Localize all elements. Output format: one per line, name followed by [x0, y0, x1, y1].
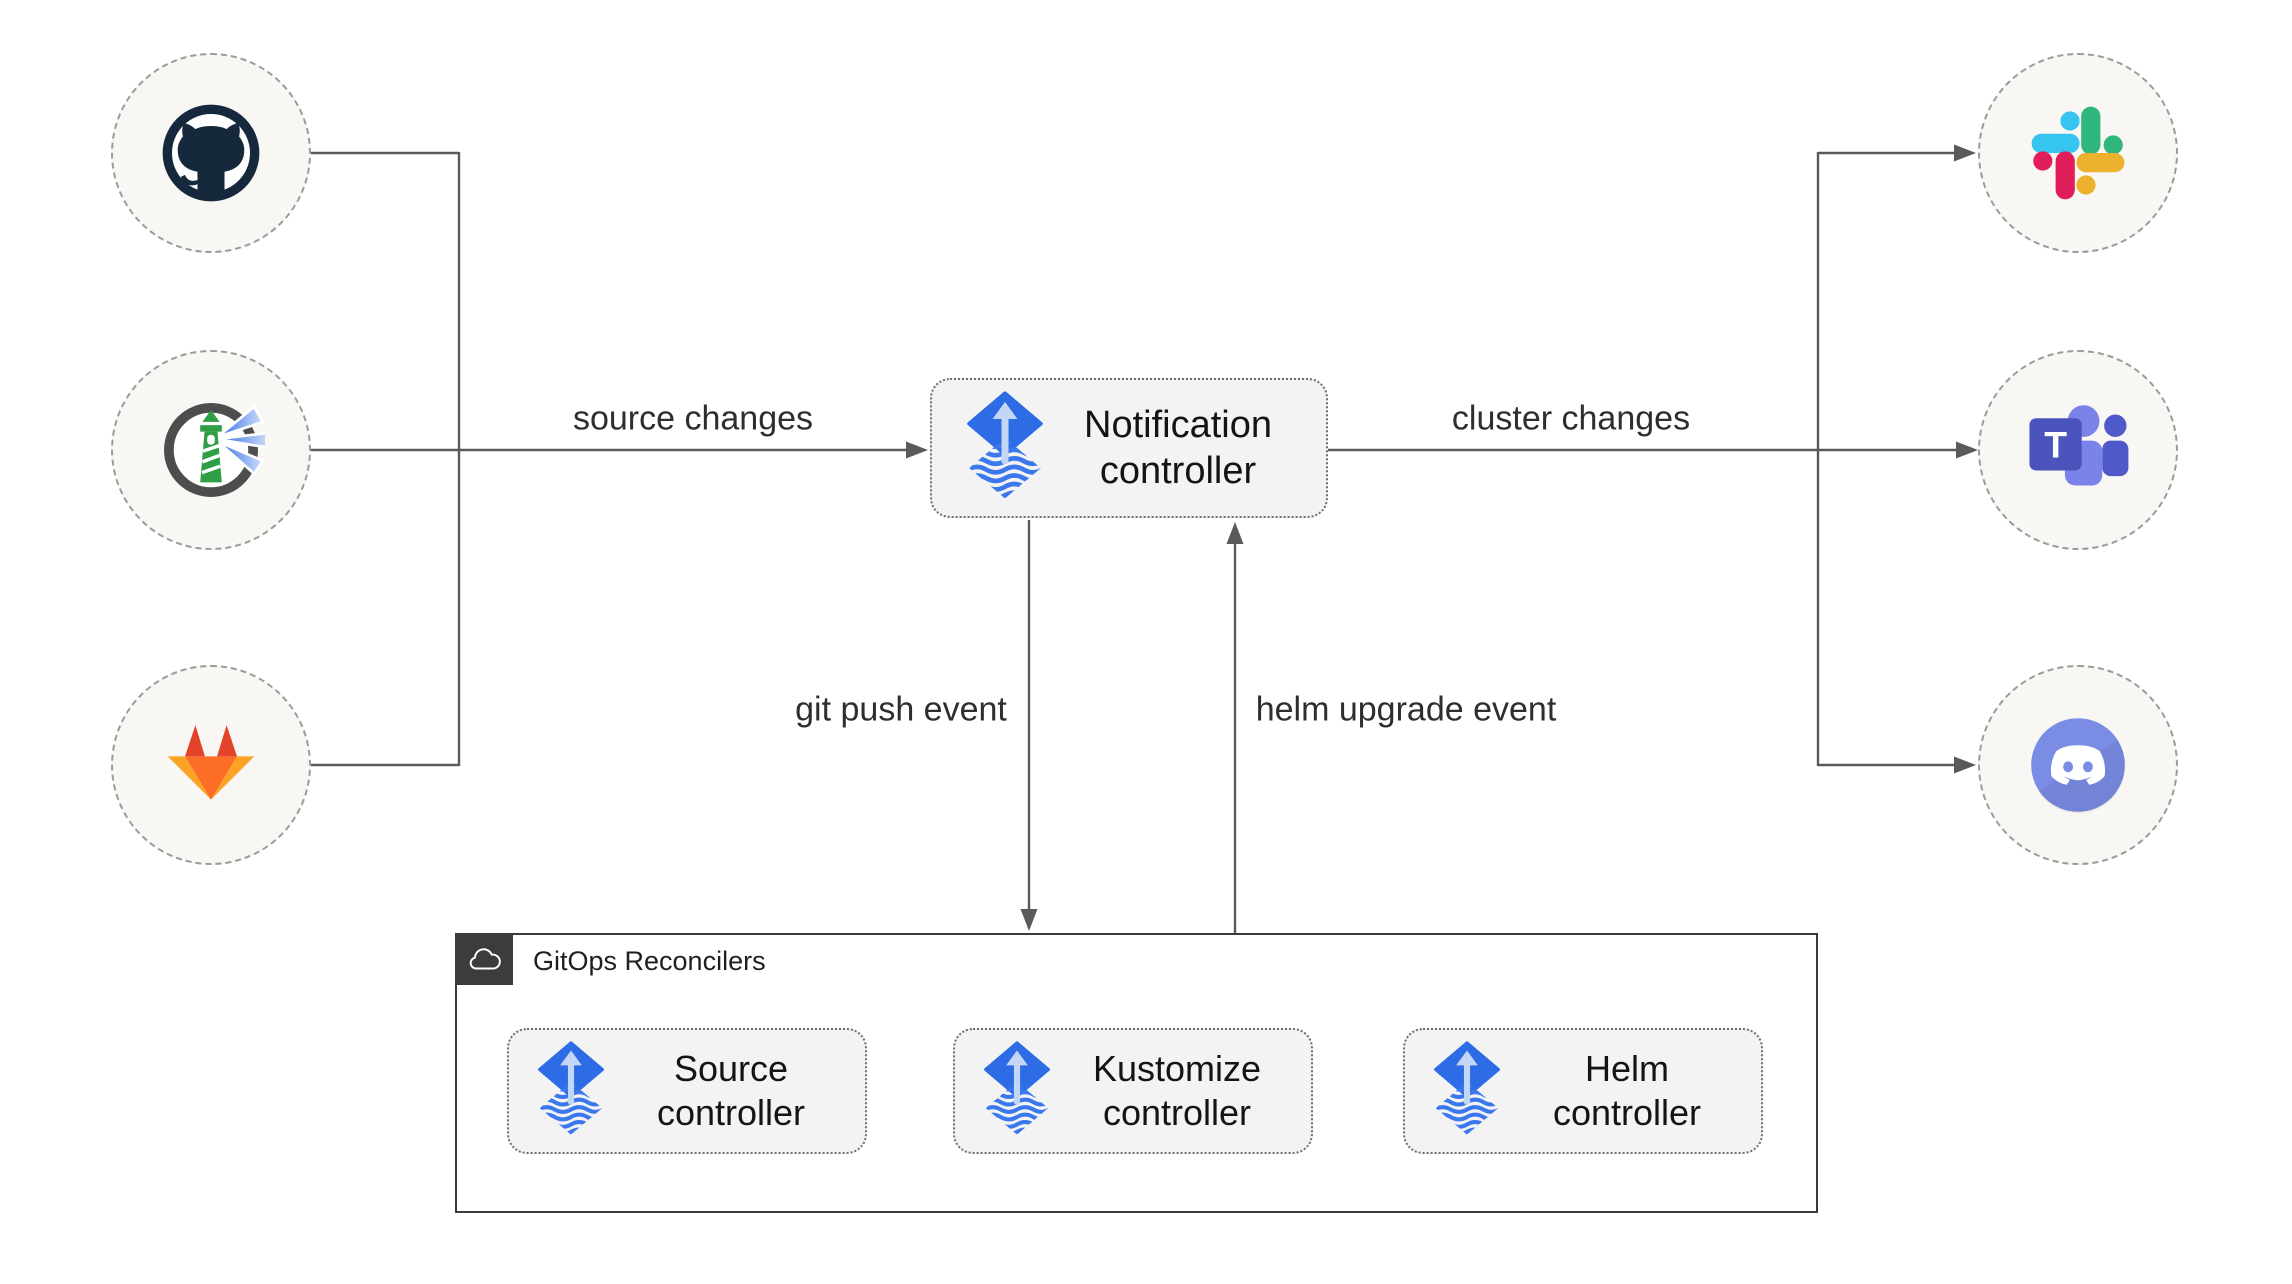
edge-label-source-changes: source changes: [572, 399, 814, 438]
helm-controller-label: Helm controller: [1552, 1048, 1702, 1133]
harbor-icon: [164, 403, 265, 497]
kustomize-controller-box: Kustomize controller: [953, 1028, 1313, 1154]
teams-icon: T: [2029, 405, 2129, 486]
node-gitlab: [111, 665, 311, 865]
flux-icon: [1433, 1041, 1501, 1141]
flux-icon: [537, 1041, 605, 1141]
discord-icon: [2031, 718, 2126, 814]
node-slack: [1978, 53, 2178, 253]
harbor-lighthouse: [200, 410, 222, 483]
harbor-beams: [216, 404, 265, 476]
helm-controller-box: Helm controller: [1403, 1028, 1763, 1154]
edge-label-cluster-changes: cluster changes: [1451, 399, 1691, 438]
node-discord: [1978, 665, 2178, 865]
gitops-reconcilers-title: GitOps Reconcilers: [533, 946, 766, 976]
source-controller-box: Source controller: [507, 1028, 867, 1154]
node-microsoft-teams: T: [1978, 350, 2178, 550]
notification-controller-label: Notification controller: [1084, 403, 1272, 492]
node-github: [111, 53, 311, 253]
cloud-badge: [455, 933, 513, 985]
node-harbor: [111, 350, 311, 550]
gitlab-icon: [167, 725, 255, 800]
notification-controller-box: Notification controller: [930, 378, 1328, 518]
flux-icon: [983, 1041, 1051, 1141]
flux-icon: [966, 391, 1044, 505]
kustomize-controller-label: Kustomize controller: [1092, 1048, 1262, 1133]
source-controller-label: Source controller: [656, 1048, 806, 1133]
github-icon: [162, 104, 260, 202]
slack-icon: [2031, 106, 2125, 200]
edge-label-helm-upgrade-event: helm upgrade event: [1255, 690, 1557, 729]
cloud-icon: [469, 947, 501, 969]
edge-label-git-push-event: git push event: [795, 690, 1007, 729]
teams-letter: T: [2044, 423, 2067, 465]
